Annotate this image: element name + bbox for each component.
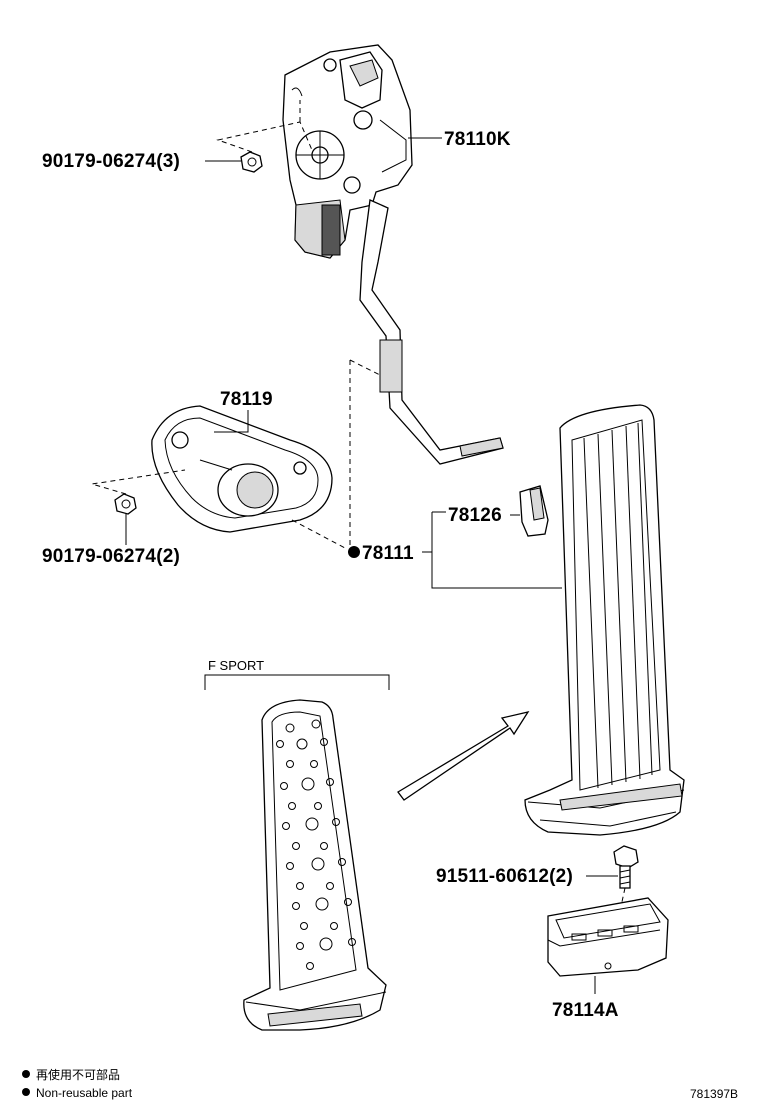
arrow — [397, 711, 530, 801]
legend-bullet-en — [22, 1088, 30, 1096]
stopper — [547, 897, 669, 977]
fsport-pedal — [243, 699, 387, 1031]
label-variant: F SPORT — [208, 658, 264, 673]
label-bracket: 78119 — [220, 389, 273, 410]
main-pedal-pad — [524, 404, 685, 836]
label-bolt: 91511-60612(2) — [436, 866, 573, 887]
bracket — [151, 405, 333, 533]
lower-nut — [114, 493, 137, 515]
label-pedal-assembly: 78110K — [444, 129, 511, 150]
legend-japanese: 再使用不可部品 — [36, 1067, 120, 1082]
upper-nut — [240, 151, 263, 173]
label-stopper: 78114A — [552, 1000, 619, 1021]
legend: 再使用不可部品 Non-reusable part — [22, 1067, 133, 1100]
label-pad-clip: 78126 — [448, 505, 502, 526]
legend-bullet-ja — [22, 1070, 30, 1078]
fsport-pedal-holes — [276, 719, 356, 970]
label-pedal-arm: 78111 — [362, 543, 414, 564]
diagram-number: 781397B — [690, 1087, 738, 1101]
non-reusable-marker — [348, 546, 360, 558]
pedal-arm-rod — [359, 199, 504, 465]
leader-lines — [125, 137, 618, 994]
bolt — [613, 845, 639, 889]
pad-clip — [519, 485, 549, 537]
legend-english: Non-reusable part — [36, 1086, 133, 1100]
label-lower-nut: 90179-06274(2) — [42, 546, 180, 567]
fsport-bracket-line — [204, 674, 390, 690]
pedal-assembly-housing — [282, 44, 413, 259]
label-upper-nut: 90179-06274(3) — [42, 151, 180, 172]
